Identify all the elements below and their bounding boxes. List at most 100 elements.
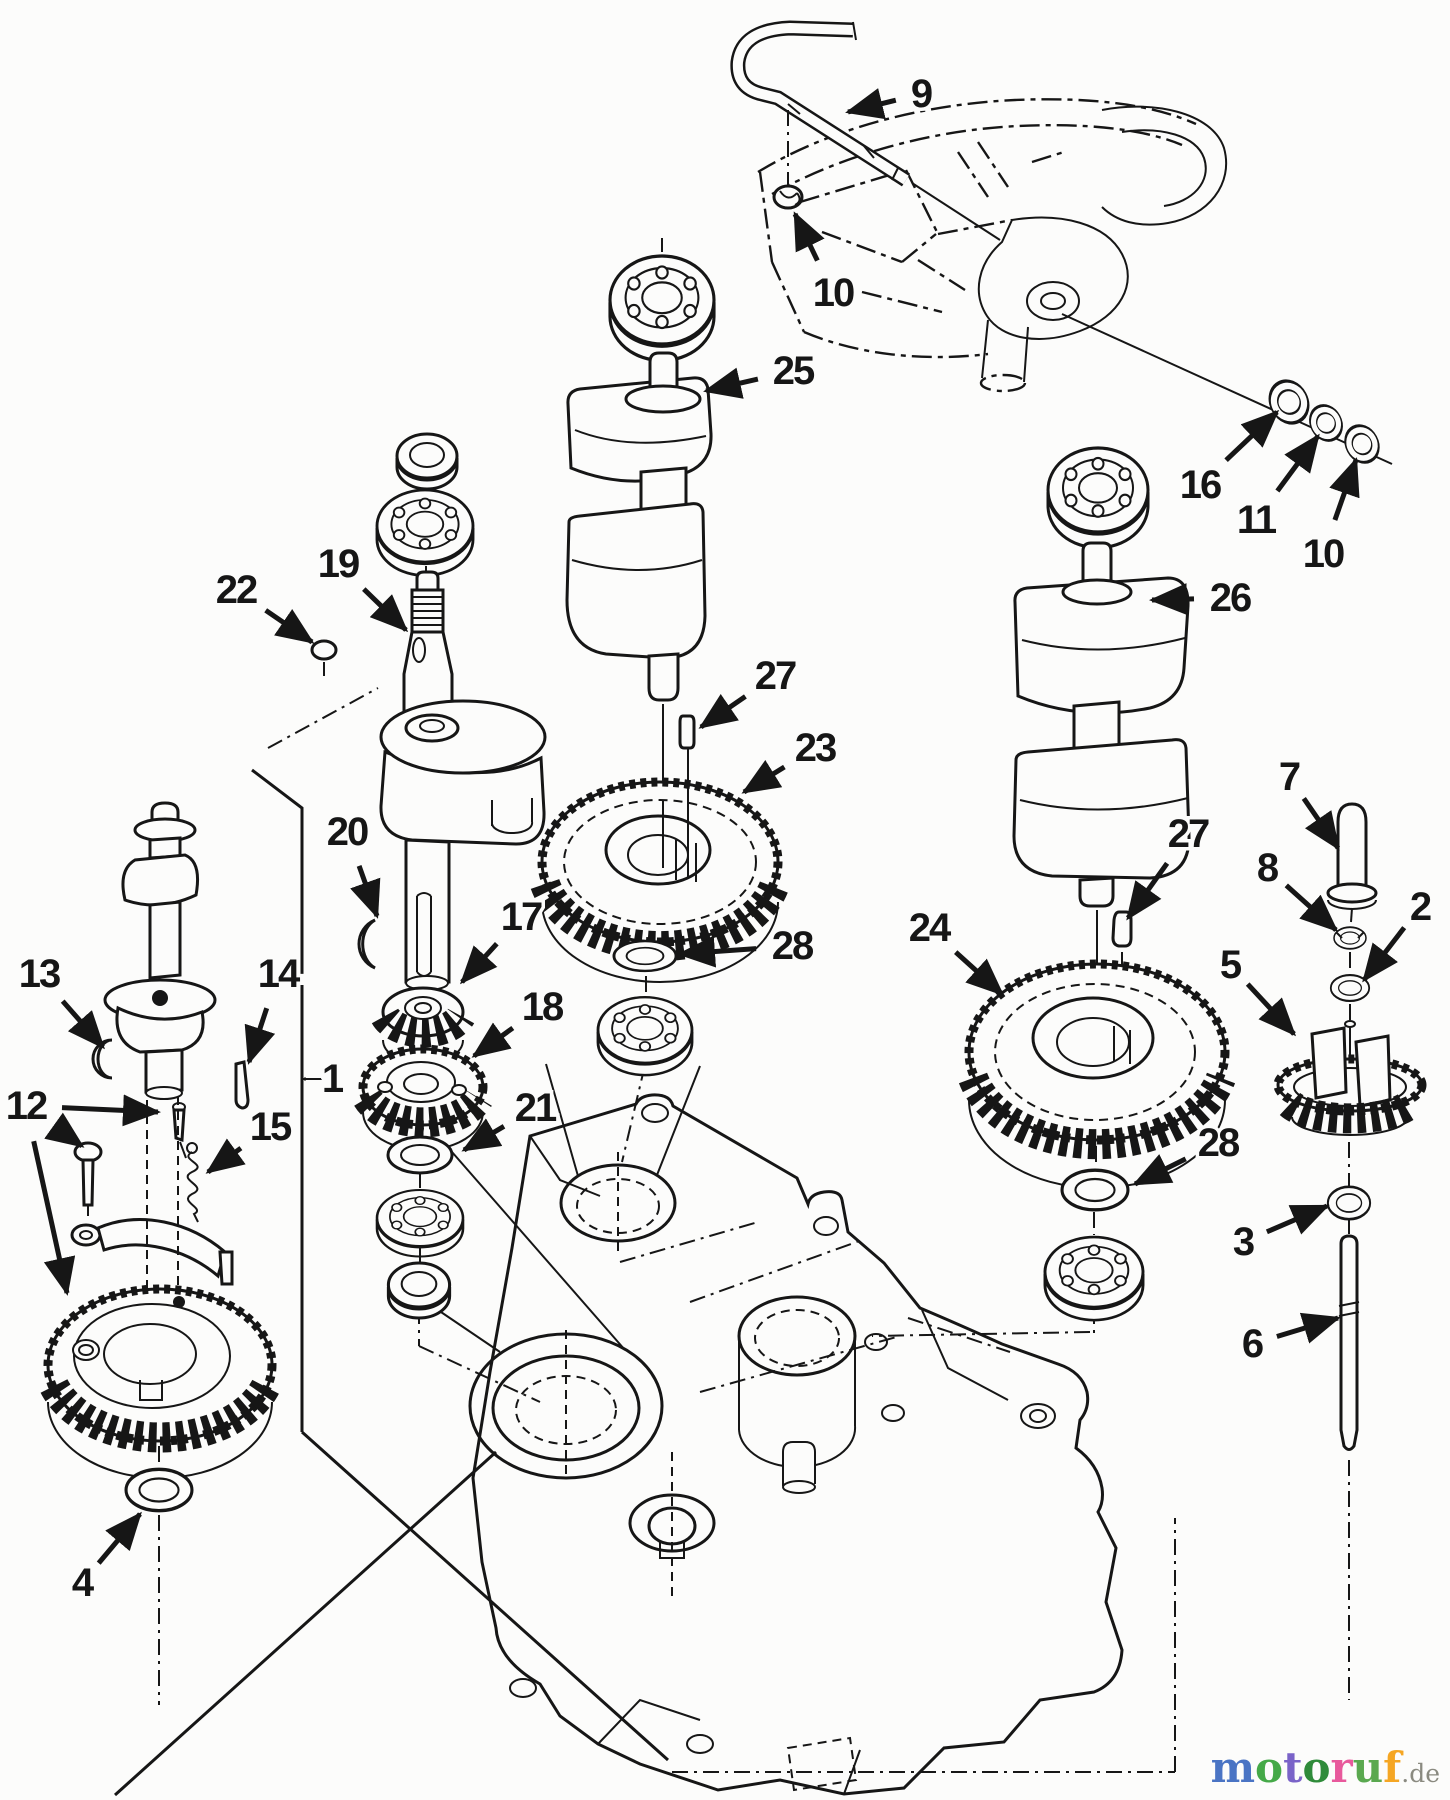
check-ball-22 (267, 639, 379, 749)
callout-10-top: 10 (792, 211, 859, 319)
callout-7: 7 (1275, 752, 1341, 851)
governor-shaft-6 (1338, 1218, 1360, 1451)
callout-4: 4 (68, 1511, 142, 1609)
callout-10-right: 10 (1299, 457, 1360, 580)
governor-gear-5 (1273, 1004, 1427, 1136)
washer-21 (386, 1127, 454, 1175)
part-number-label: 18 (522, 985, 564, 1029)
bearing-left-upper (375, 488, 475, 577)
center-axis-lines (418, 1064, 1350, 1773)
pin-12a (172, 1102, 187, 1159)
part-number-label: 2 (1410, 885, 1431, 929)
crankshaft-gear-18 (354, 1044, 492, 1151)
part-number-label: 23 (795, 726, 836, 770)
callout-23: 23 (741, 723, 841, 795)
part-number-label: 21 (515, 1086, 557, 1130)
callout-13: 13 (15, 949, 105, 1050)
callout-26: 26 (1149, 573, 1256, 624)
part-number-label: 19 (318, 542, 359, 586)
part-number-label: 6 (1242, 1322, 1263, 1366)
callout-9: 9 (845, 69, 937, 120)
part-number-label: 22 (216, 568, 257, 612)
callout-12: 12 (2, 1081, 161, 1296)
callout-28-right: 28 (1132, 1118, 1245, 1187)
callout-3: 3 (1229, 1203, 1330, 1268)
watermark-letter: f (1383, 1743, 1402, 1792)
part-number-label: 8 (1257, 846, 1279, 890)
part-number-label: 17 (501, 895, 542, 939)
part-number-label: 24 (909, 906, 952, 950)
bearing-right-lower (1043, 1212, 1145, 1322)
gearcase-housing (437, 1063, 1124, 1796)
callout-5: 5 (1216, 940, 1297, 1037)
camshaft-gear-23 (530, 704, 790, 983)
callout-27-center: 27 (698, 651, 801, 730)
part-number-label: 28 (772, 924, 814, 968)
seal-left-upper (395, 432, 459, 491)
callout-25: 25 (703, 346, 820, 399)
part-number-label: 3 (1233, 1220, 1254, 1264)
part-number-label: 20 (327, 810, 368, 854)
part-number-label: 27 (1168, 812, 1209, 856)
part-number-label: 4 (72, 1561, 95, 1605)
washer-2 (1329, 952, 1371, 1003)
bearing-center-lower (596, 976, 694, 1077)
part-number-label: 27 (755, 654, 796, 698)
watermark-letter: r (1330, 1743, 1353, 1792)
washer-11 (1302, 398, 1350, 448)
pinion-gear-17 (371, 986, 475, 1065)
watermark-letter: u (1352, 1743, 1384, 1792)
part-number-label: 1 (322, 1057, 344, 1101)
part-number-label: 13 (19, 952, 60, 996)
callout-22: 22 (212, 565, 315, 645)
callout-15: 15 (205, 1102, 297, 1175)
callout-14: 14 (244, 949, 306, 1065)
part-number-label: 26 (1210, 576, 1251, 620)
watermark-letter: m (1210, 1743, 1256, 1792)
oil-fill-tube (730, 20, 911, 187)
callout-11: 11 (1233, 433, 1321, 546)
part-number-label: 10 (1303, 532, 1344, 576)
part-number-label: 25 (773, 349, 815, 393)
callout-21: 21 (461, 1083, 562, 1153)
part-number-label: 10 (813, 271, 854, 315)
woodruff-key-27-center (678, 714, 696, 750)
part-number-label: 14 (258, 952, 301, 996)
oil-slinger-arm (70, 1218, 234, 1286)
callout-20: 20 (323, 807, 381, 919)
callout-24: 24 (905, 903, 1005, 997)
washer-4 (124, 1446, 194, 1705)
watermark-letter: t (1283, 1743, 1303, 1792)
part-number-label: 12 (6, 1084, 47, 1128)
thrust-washer-28-right (1060, 1146, 1130, 1212)
governor-plunger-7 (1326, 802, 1378, 910)
callout-17: 17 (459, 892, 547, 985)
camshaft (103, 801, 217, 1100)
watermark-letter: .de (1401, 1759, 1440, 1788)
part-number-label: 28 (1198, 1121, 1240, 1165)
crankshaft-25 (565, 351, 713, 702)
bearing-top-center (608, 238, 716, 363)
seal-left-lower (386, 1248, 452, 1320)
thrust-washer-28-center (612, 939, 678, 973)
callout-8: 8 (1253, 843, 1339, 933)
callout-28-center: 28 (677, 921, 819, 972)
bearing-right-upper (1046, 446, 1150, 550)
assembly-bracket-1 (113, 768, 670, 1797)
part-number-label: 5 (1220, 943, 1242, 987)
part-number-label: 11 (1237, 498, 1277, 542)
lock-washer-8 (1333, 907, 1367, 950)
callout-2: 2 (1362, 882, 1436, 983)
watermark-letter: o (1255, 1743, 1284, 1792)
callouts-layer: 9 10 25 1 6 11 10 26 22 19 27 23 20 17 28 18 21 78 2 27 24 5 1… (2, 69, 1436, 1609)
crankshaft-26 (1012, 541, 1191, 908)
callout-6: 6 (1238, 1312, 1341, 1370)
camshaft-timing-gear (40, 1096, 280, 1479)
bearing-left-lower (375, 1174, 465, 1258)
watermark-letter: o (1302, 1743, 1331, 1792)
part-number-label: 15 (250, 1105, 292, 1149)
crankshaft-gear-24 (958, 910, 1236, 1189)
tube-clamp (772, 110, 804, 210)
